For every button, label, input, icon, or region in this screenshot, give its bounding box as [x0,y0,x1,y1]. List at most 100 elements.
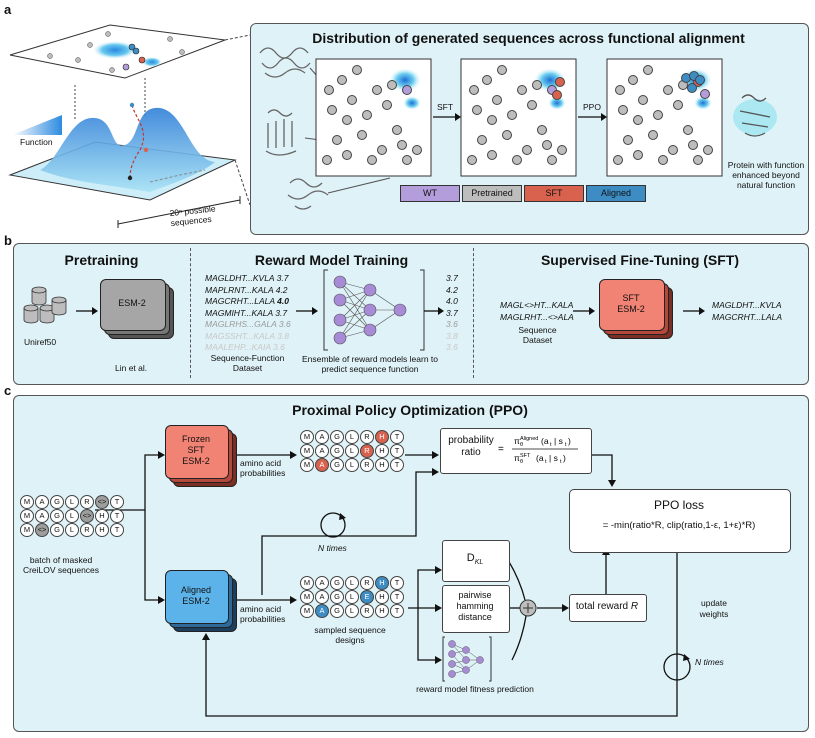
legend-aligned-label: Aligned [600,188,632,198]
sft-input-seq: MAGLRHT...<>ALA [500,311,574,322]
database-icon [23,286,67,324]
total-reward-box [569,594,647,622]
residue-token: T [110,495,124,509]
reward-seq-text: MAALEHP...KAIA [205,342,271,352]
reward-output: 3.7 [446,273,458,283]
residue-token: T [110,509,124,523]
reward-seq-text: MAGSSHT...KALA [205,330,275,341]
residue-token: L [345,590,359,604]
legend-wt-label: WT [423,188,437,198]
svg-text:=: = [498,444,504,455]
divider-1 [190,248,191,378]
divider-2 [473,248,474,378]
residue-token: R [80,495,94,509]
residue-token: M [20,495,34,509]
residue-token: M [300,604,314,618]
residue-token: R [360,430,374,444]
residue-token: H [375,458,389,472]
residue-token: G [50,509,64,523]
legend-sft: SFT [524,185,584,202]
probability-ratio-label: probability ratio [448,435,494,458]
sft-esm2-model [599,279,665,331]
svg-text:| s: | s [549,453,558,463]
reward-arrow-out [424,307,444,315]
total-reward-label: total reward R [569,601,645,612]
reward-model-title: Reward Model Training [254,252,409,268]
frozen-line2: SFT [187,445,205,455]
residue-token: G [50,495,64,509]
aligned-model [165,570,229,624]
residue-token: H [375,444,389,458]
sft-arrow-in [573,307,595,315]
residue-token: G [330,604,344,618]
reward-seq-text: MAGMIHT...KALA [205,307,273,318]
residue-token: T [390,444,404,458]
uniref50-label: Uniref50 [24,337,57,347]
total-reward-text: total reward [575,601,629,612]
reward-seq-row: MAGLDHT...KVLA 3.7 [205,273,291,285]
reward-seq-value: 4.0 [277,296,289,306]
sampled-designs-label: sampled sequence designs [314,625,386,645]
panel-c-letter: c [4,383,12,398]
reward-seq-text: MAGLDHT...KVLA [205,273,275,283]
residue-token: M [300,458,314,472]
residue-token: R [360,458,374,472]
residue-token: M [300,430,314,444]
reward-seq-value: 3.8 [277,330,289,341]
ppo-loss-title: PPO loss [653,498,704,512]
ensemble-caption: Ensemble of reward models learn to predi… [301,354,439,374]
svg-text:): ) [568,436,571,446]
residue-token: G [330,444,344,458]
residue-token: M [20,523,34,537]
residue-token: A [315,590,329,604]
residue-token: H [95,523,109,537]
reward-output: 3.7 [446,307,458,318]
svg-text:t: t [565,442,567,448]
panel-a-letter: a [4,2,12,17]
citation-label: Lin et al. [115,363,148,373]
svg-text:θ: θ [520,459,523,465]
residue-token: H [95,509,109,523]
residue-token: A [315,604,329,618]
n-times-right-label: N times [695,657,724,667]
dkl-symbol: D [466,552,475,564]
residue-token: A [315,458,329,472]
reward-seq-value: 3.7 [275,307,288,318]
reward-seq-text: MAGLRHS...GALA [205,319,277,329]
residue-token: E [360,590,374,604]
residue-token: T [110,523,124,537]
residue-token: H [375,430,389,444]
aligned-line1: Aligned [180,585,212,595]
svg-text:t: t [545,459,547,465]
sequence-dataset-label: Sequence Dataset [518,325,557,345]
residue-token: A [315,576,329,590]
reward-seq-value: 3.6 [278,319,291,329]
svg-text:(a: (a [536,453,544,463]
legend-pretrained-label: Pretrained [471,188,513,198]
aa-prob-label-top: amino acid probabilities [240,458,286,478]
frozen-sft-label: Frozen SFT ESM-2 [165,434,227,467]
residue-token: R [80,523,94,537]
ppo-title: Proximal Policy Optimization (PPO) [292,402,528,418]
reward-seq-text: MAPLRNT...KALA [205,284,274,295]
reward-seq-row: MAGMIHT...KALA 3.7 [205,308,291,320]
pretraining-title: Pretraining [64,252,139,268]
residue-token: A [315,430,329,444]
residue-token: G [330,576,344,590]
update-weights-label: update weights [699,598,729,619]
sequence-function-dataset-label: Sequence-Function Dataset [210,353,285,373]
svg-text:t: t [550,442,552,448]
reward-arrow-in [296,307,318,315]
ppo-arrow-label: PPO [583,102,601,112]
reward-seq-row: MAGSSHT...KALA 3.8 [205,331,291,343]
residue-token: R [360,444,374,458]
residue-token: M [300,590,314,604]
sft-output-seq: MAGCRHT...LALA [712,311,783,322]
